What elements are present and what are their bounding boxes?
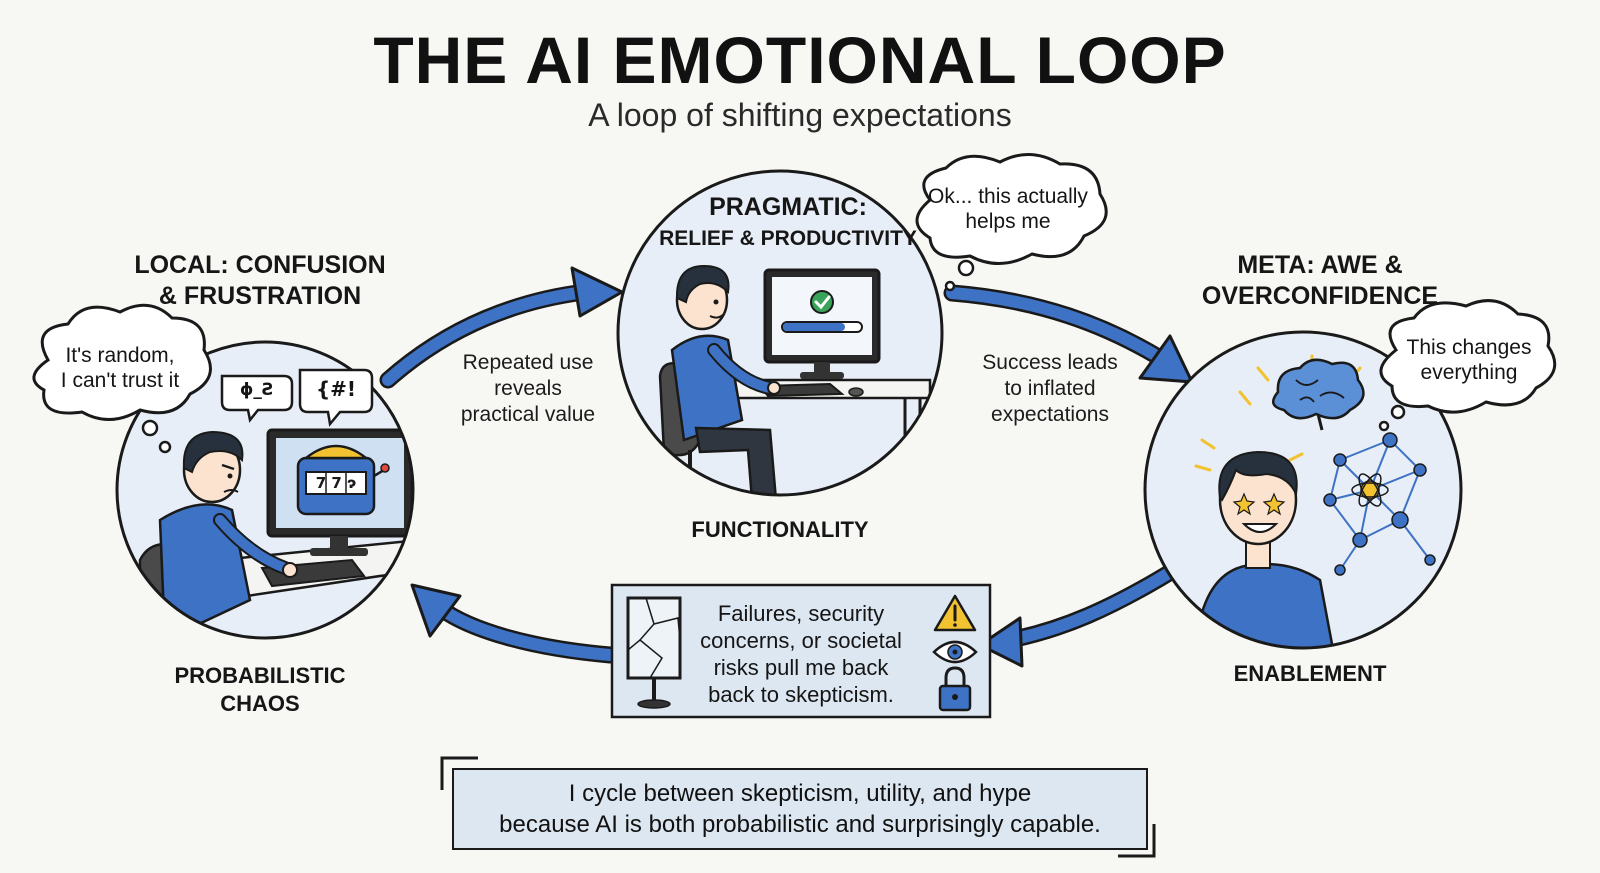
page-title: THE AI EMOTIONAL LOOP bbox=[373, 23, 1227, 97]
meta-thought-line2: everything bbox=[1420, 361, 1518, 384]
page-subtitle: A loop of shifting expectations bbox=[588, 97, 1012, 133]
local-thought-line1: It's random, bbox=[65, 344, 175, 367]
pragmatic-stage-title: PRAGMATIC: RELIEF & PRODUCTIVITY bbox=[658, 192, 918, 254]
arrow-pragmatic-to-meta bbox=[943, 284, 1194, 384]
cracked-mirror-icon bbox=[626, 596, 682, 709]
pragmatic-thought-line2: helps me bbox=[965, 210, 1051, 233]
local-title-line1: LOCAL: CONFUSION bbox=[134, 251, 386, 279]
box-text-line: concerns, or societal bbox=[700, 628, 902, 653]
skepticism-box-text: Failures, security concerns, or societal… bbox=[690, 600, 912, 708]
local-stage-illustration bbox=[115, 340, 415, 640]
transition-pragmatic-to-meta: Success leads to inflated expectations bbox=[970, 350, 1130, 428]
transition-text-line: reveals bbox=[494, 377, 562, 400]
local-symbols-2: {#! bbox=[315, 377, 357, 401]
transition-text-line: Repeated use bbox=[462, 351, 594, 374]
local-stage-title: LOCAL: CONFUSION & FRUSTRATION bbox=[110, 250, 410, 312]
box-text-line: risks pull me back bbox=[713, 655, 889, 680]
pragmatic-thought-text: Ok... this actually helps me bbox=[918, 168, 1098, 250]
local-thought-cloud bbox=[32, 303, 212, 454]
box-text-line: back to skepticism. bbox=[708, 682, 894, 707]
meta-stage-label: ENABLEMENT bbox=[1233, 661, 1387, 686]
transition-local-to-pragmatic: Repeated use reveals practical value bbox=[448, 350, 608, 428]
pragmatic-thought-cloud bbox=[915, 152, 1108, 292]
meta-thought-text: This changes everything bbox=[1386, 320, 1552, 400]
skepticism-box bbox=[610, 583, 992, 719]
arrow-meta-to-box bbox=[978, 556, 1191, 668]
summary-bracket bbox=[440, 756, 1156, 858]
slot-machine-digits: 7 7 ɂ bbox=[315, 474, 357, 492]
meta-stage-title: META: AWE & OVERCONFIDENCE bbox=[1170, 250, 1470, 312]
pragmatic-title-line1: PRAGMATIC: bbox=[709, 193, 867, 221]
transition-text-line: expectations bbox=[991, 403, 1109, 426]
local-symbols-1: ɸ_Ƨ bbox=[239, 380, 275, 400]
lock-icon bbox=[938, 666, 972, 712]
summary-line1: I cycle between skepticism, utility, and… bbox=[568, 780, 1032, 807]
pragmatic-stage-label: FUNCTIONALITY bbox=[691, 517, 869, 542]
meta-stage-illustration bbox=[1143, 330, 1463, 650]
summary-line2: because AI is both probabilistic and sur… bbox=[499, 811, 1101, 838]
warning-icon bbox=[933, 594, 977, 632]
transition-text-line: Success leads bbox=[982, 351, 1118, 374]
local-title-line2: & FRUSTRATION bbox=[158, 282, 362, 310]
local-label-line2: CHAOS bbox=[220, 691, 300, 716]
local-label-line1: PROBABILISTIC bbox=[174, 663, 346, 688]
eye-icon bbox=[932, 640, 978, 664]
pragmatic-thought-line1: Ok... this actually bbox=[928, 185, 1088, 208]
local-stage-label: PROBABILISTIC CHAOS bbox=[150, 662, 370, 718]
meta-thought-cloud bbox=[1378, 299, 1557, 432]
box-text-line: Failures, security bbox=[717, 601, 885, 626]
pragmatic-stage-illustration bbox=[616, 169, 944, 497]
summary-box: I cycle between skepticism, utility, and… bbox=[452, 768, 1148, 850]
local-symbol-bubbles bbox=[220, 368, 374, 427]
meta-thought-line1: This changes bbox=[1406, 336, 1532, 359]
arrow-local-to-pragmatic bbox=[379, 266, 624, 389]
arrow-box-to-local bbox=[410, 583, 619, 664]
local-thought-line2: I can't trust it bbox=[60, 369, 180, 392]
transition-text-line: to inflated bbox=[1004, 377, 1096, 400]
transition-text-line: practical value bbox=[460, 403, 596, 426]
meta-title-line1: META: AWE & bbox=[1237, 251, 1403, 279]
meta-title-line2: OVERCONFIDENCE bbox=[1201, 282, 1439, 310]
local-thought-text: It's random, I can't trust it bbox=[40, 330, 200, 406]
pragmatic-title-line2: RELIEF & PRODUCTIVITY bbox=[659, 227, 917, 250]
